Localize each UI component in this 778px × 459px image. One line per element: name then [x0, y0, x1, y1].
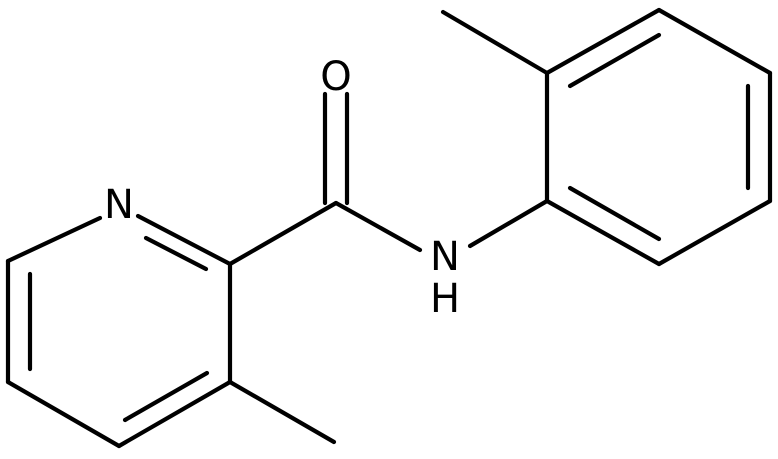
- pyridine-ring: [5, 213, 233, 449]
- bond-c3-c4-outer: [116, 379, 233, 449]
- bond-carbonyl-n: [333, 200, 423, 253]
- bond-pyridine-methyl: [227, 379, 337, 445]
- bond-c2-carbonyl: [227, 200, 339, 267]
- bond-c3-c4-inner: [122, 370, 210, 423]
- atom-label-amide-nitrogen: N: [430, 234, 460, 280]
- bond-benzene-methyl: [440, 9, 550, 76]
- bond-b3-b4: [656, 7, 773, 76]
- bond-n-aryl: [467, 198, 550, 249]
- bond-c4-c5: [5, 379, 122, 449]
- bond-b2-b3-outer: [544, 7, 662, 76]
- bond-n1-c2-inner: [143, 235, 209, 272]
- amide-group: [227, 91, 550, 267]
- bond-n1-c6: [5, 215, 103, 264]
- bond-b5-b6: [656, 198, 773, 267]
- benzene-ring: [544, 7, 773, 267]
- bond-b2-b3-inner: [567, 32, 662, 89]
- bond-n1-c2-outer: [135, 213, 233, 267]
- atom-label-amide-hydrogen: H: [430, 276, 460, 322]
- atom-label-pyridine-nitrogen: N: [104, 182, 134, 228]
- bond-b6-b1-outer: [544, 198, 662, 267]
- atom-label-oxygen: O: [320, 54, 351, 100]
- bond-b6-b1-inner: [567, 185, 662, 242]
